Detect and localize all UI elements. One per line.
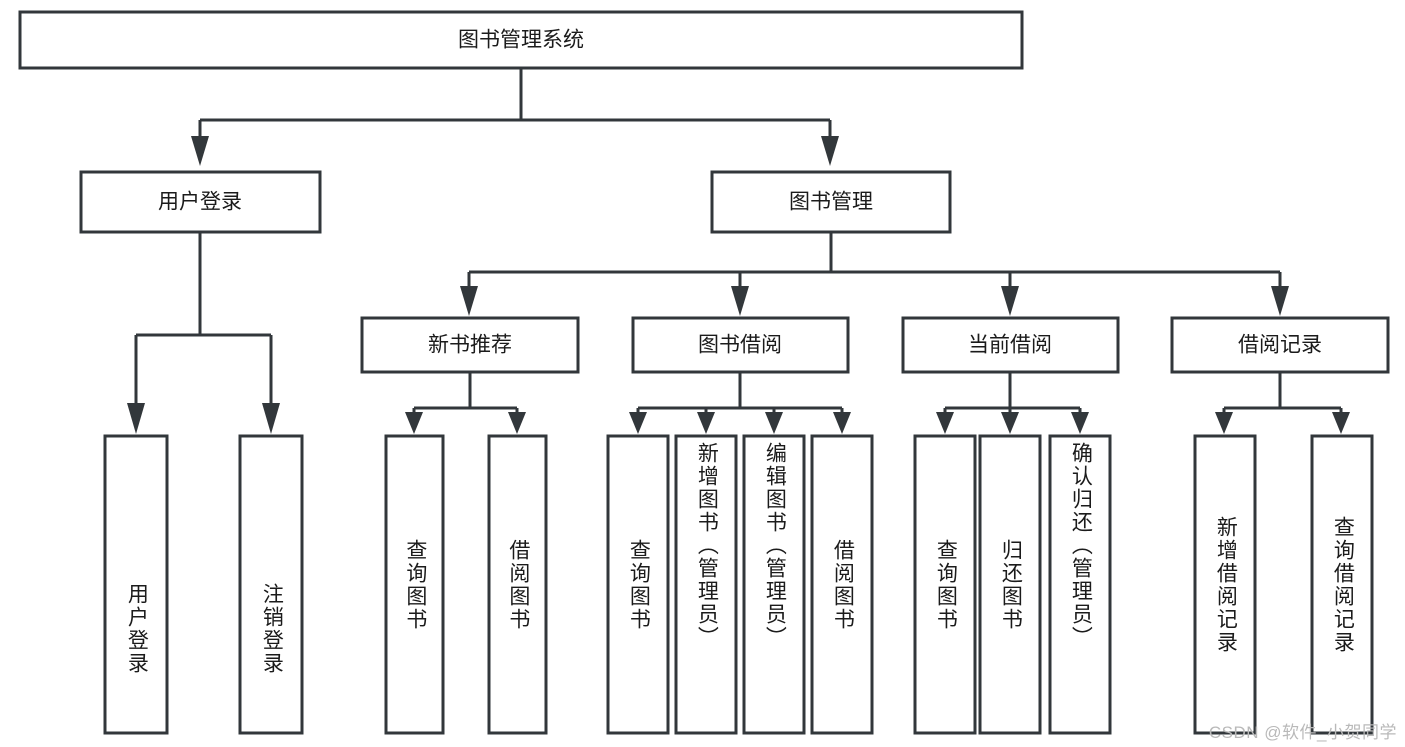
leaf-query-record-label: 查询借阅记录	[1331, 515, 1355, 654]
new-book-label: 新书推荐	[428, 334, 512, 357]
leaf-box-user-login[interactable]	[103, 434, 169, 735]
borrow-records-box-shape	[1170, 316, 1390, 374]
leaf-query-book-2-label: 查询图书	[627, 538, 651, 631]
leaf-box-query-record[interactable]	[1310, 434, 1374, 735]
leaf-box-logout[interactable]	[238, 434, 304, 735]
leaf-box-query-book-3[interactable]	[913, 434, 977, 735]
arrow-to-leaf-query-book-2	[629, 412, 647, 434]
arrow-to-leaf-borrow-book-2	[833, 412, 851, 434]
arrow-to-leaf-logout	[262, 403, 280, 434]
user-login-label: 用户登录	[158, 191, 242, 214]
leaf-query-record[interactable]: 查询借阅记录	[1312, 436, 1372, 733]
leaf-add-book[interactable]: 新增图书（管理员）	[676, 436, 736, 733]
arrow-to-leaf-edit-book	[765, 412, 783, 434]
leaf-query-book-3[interactable]: 查询图书	[915, 436, 975, 733]
leaf-box-confirm-return[interactable]	[1048, 434, 1112, 735]
node-user-login[interactable]: 用户登录	[79, 170, 322, 234]
leaf-add-record-label: 新增借阅记录	[1214, 515, 1238, 654]
leaf-box-query-book-2[interactable]	[606, 434, 670, 735]
leaf-user-login[interactable]: 用户登录	[105, 436, 167, 733]
leaf-box-return-book[interactable]	[978, 434, 1042, 735]
csdn-watermark: CSDN @软件_小贺同学	[1208, 723, 1397, 742]
book-manage-box-shape	[710, 170, 952, 234]
arrow-to-leaf-user-login	[127, 403, 145, 434]
leaf-logout-label: 注销登录	[260, 583, 284, 675]
node-borrow-records[interactable]: 借阅记录	[1170, 316, 1390, 374]
node-root-system[interactable]: 图书管理系统	[18, 10, 1024, 70]
arrow-to-leaf-return-book	[1001, 412, 1019, 434]
leaf-edit-book-label: 编辑图书（管理员）	[763, 442, 787, 649]
borrow-records-label: 借阅记录	[1238, 334, 1322, 357]
connector-book-borrow-to-leaves	[629, 372, 851, 434]
arrow-to-new-book	[460, 286, 478, 316]
leaf-return-book[interactable]: 归还图书	[980, 436, 1040, 733]
leaf-confirm-return[interactable]: 确认归还（管理员）	[1050, 436, 1110, 733]
node-current-borrow[interactable]: 当前借阅	[901, 316, 1120, 374]
connector-root-to-level2	[191, 68, 839, 166]
node-book-manage[interactable]: 图书管理	[710, 170, 952, 234]
arrow-to-leaf-confirm-return	[1071, 412, 1089, 434]
root-box-shape	[18, 10, 1024, 70]
arrow-to-book-borrow	[731, 286, 749, 316]
arrow-to-leaf-add-record	[1215, 412, 1233, 434]
current-borrow-label: 当前借阅	[968, 334, 1052, 357]
leaf-box-add-record[interactable]	[1193, 434, 1257, 735]
leaf-box-borrow-book-1[interactable]	[487, 434, 548, 735]
user-login-box-shape	[79, 170, 322, 234]
leaf-add-record[interactable]: 新增借阅记录	[1195, 436, 1255, 733]
leaf-borrow-book-2[interactable]: 借阅图书	[812, 436, 872, 733]
arrow-to-current-borrow	[1001, 286, 1019, 316]
leaf-add-book-label: 新增图书（管理员）	[695, 442, 719, 649]
root-label: 图书管理系统	[458, 29, 584, 52]
arrow-to-leaf-add-book	[697, 412, 715, 434]
leaf-confirm-return-label: 确认归还（管理员）	[1069, 442, 1093, 649]
leaf-borrow-book-1[interactable]: 借阅图书	[489, 436, 546, 733]
new-book-box-shape	[360, 316, 580, 374]
connector-user-login-to-leaves	[127, 232, 280, 434]
leaf-borrow-book-1-label: 借阅图书	[506, 538, 530, 631]
arrow-to-borrow-records	[1271, 286, 1289, 316]
leaf-logout[interactable]: 注销登录	[240, 436, 302, 733]
leaf-user-login-label: 用户登录	[125, 583, 149, 675]
leaf-box-query-book-1[interactable]	[384, 434, 445, 735]
connector-current-borrow-to-leaves	[936, 372, 1089, 434]
leaf-return-book-label: 归还图书	[999, 538, 1023, 631]
node-book-borrow[interactable]: 图书借阅	[631, 316, 850, 374]
node-new-book-recommend[interactable]: 新书推荐	[360, 316, 580, 374]
arrow-to-leaf-query-book-1	[405, 412, 423, 434]
book-borrow-box-shape	[631, 316, 850, 374]
leaf-box-borrow-book-2[interactable]	[810, 434, 874, 735]
leaf-query-book-1-label: 查询图书	[403, 538, 427, 631]
book-borrow-label: 图书借阅	[698, 334, 782, 357]
leaf-borrow-book-2-label: 借阅图书	[831, 538, 855, 631]
arrow-to-leaf-borrow-book-1	[508, 412, 526, 434]
leaf-query-book-3-label: 查询图书	[934, 538, 958, 631]
leaf-query-book-1[interactable]: 查询图书	[386, 436, 443, 733]
connector-book-manage-to-level3	[460, 232, 1289, 316]
arrow-to-leaf-query-record	[1332, 412, 1350, 434]
arrow-to-leaf-query-book-3	[936, 412, 954, 434]
arrow-to-user-login	[191, 136, 209, 166]
connector-borrow-records-to-leaves	[1215, 372, 1350, 434]
arrow-to-book-manage	[821, 136, 839, 166]
leaf-box-edit-book[interactable]	[742, 434, 806, 735]
leaf-edit-book[interactable]: 编辑图书（管理员）	[744, 436, 804, 733]
book-manage-label: 图书管理	[789, 191, 873, 214]
leaf-query-book-2[interactable]: 查询图书	[608, 436, 668, 733]
connector-new-book-to-leaves	[405, 372, 526, 434]
leaf-box-add-book[interactable]	[674, 434, 738, 735]
